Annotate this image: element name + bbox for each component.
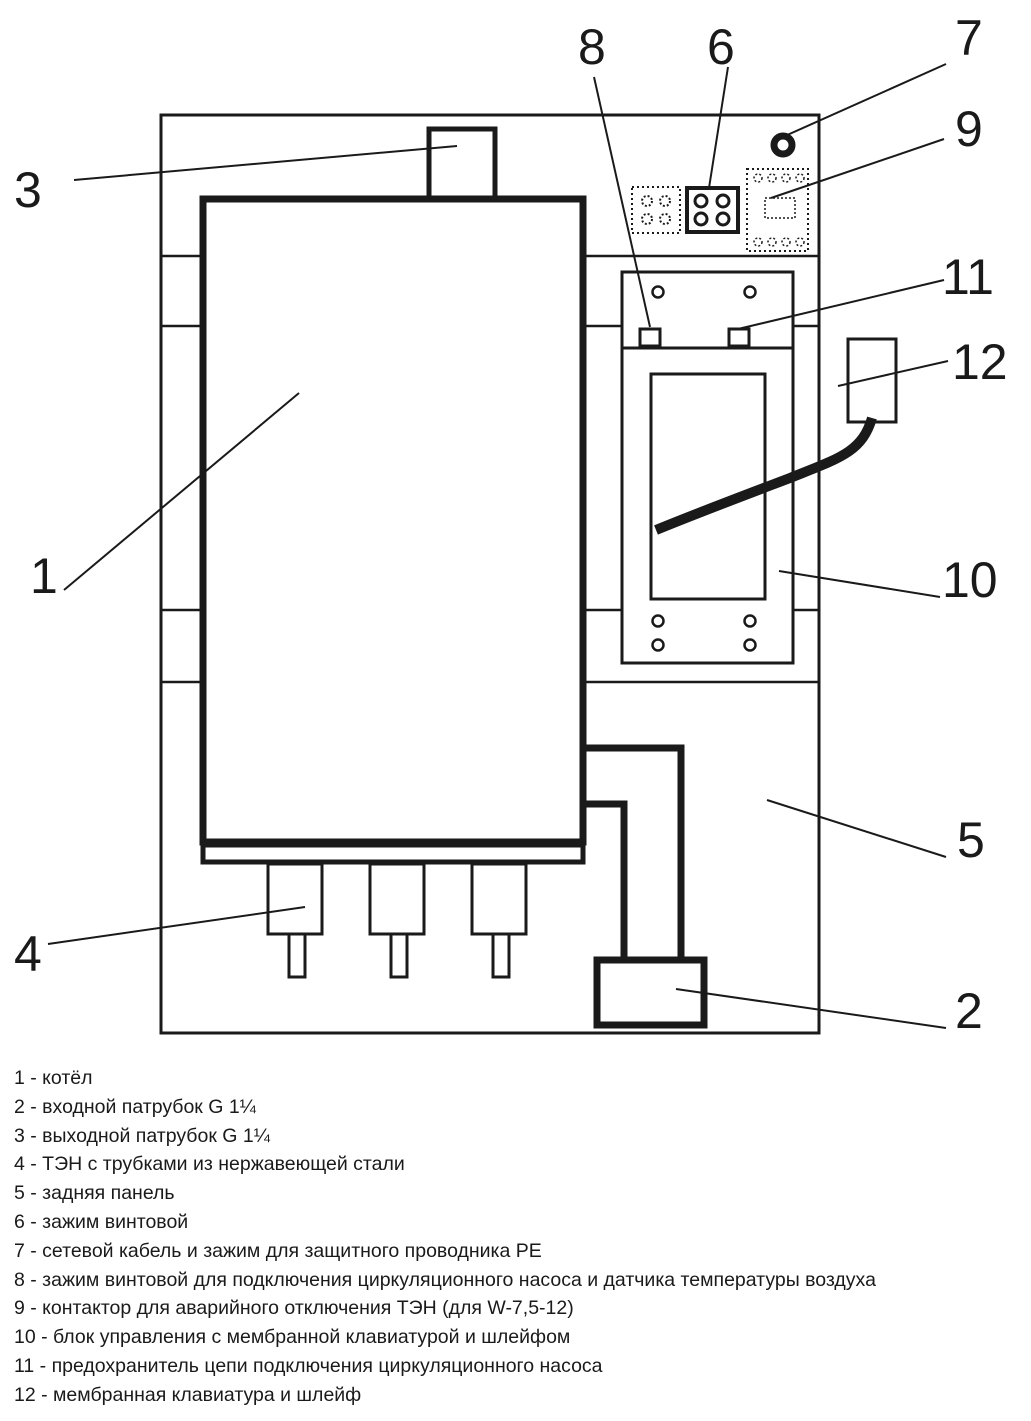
contactor-marks xyxy=(753,173,805,247)
control-unit xyxy=(620,270,795,665)
heating-elements xyxy=(266,862,528,979)
legend-item-7: 7 - сетевой кабель и зажим для защитного… xyxy=(14,1239,542,1262)
callout-9: 9 xyxy=(955,101,983,157)
boiler-body xyxy=(199,195,587,846)
callout-3: 3 xyxy=(14,162,42,218)
callout-8: 8 xyxy=(578,19,606,75)
callout-4: 4 xyxy=(14,926,42,982)
callout-11: 11 xyxy=(942,249,994,305)
legend-list: 1 - котёл 2 - входной патрубок G 1¼ 3 - … xyxy=(14,1064,876,1410)
legend-item-5: 5 - задняя панель xyxy=(14,1182,175,1205)
callout-10: 10 xyxy=(942,552,998,608)
keyboard-ribbon-cable xyxy=(654,416,877,535)
control-unit-window xyxy=(649,372,767,601)
callout-6: 6 xyxy=(707,19,735,75)
terminal-screws xyxy=(693,193,731,227)
legend-item-9: 9 - контактор для аварийного отключения … xyxy=(14,1297,574,1320)
boiler-diagram: 1 2 3 4 5 6 7 8 9 10 11 12 xyxy=(14,10,1008,1039)
callout-5: 5 xyxy=(957,812,985,868)
legend-item-11: 11 - предохранитель цепи подключения цир… xyxy=(14,1354,603,1377)
legend-item-6: 6 - зажим винтовой xyxy=(14,1210,189,1233)
callout-1: 1 xyxy=(30,548,58,604)
legend-item-10: 10 - блок управления с мембранной клавиа… xyxy=(14,1326,571,1349)
power-cable-gland xyxy=(770,132,796,158)
legend-item-2: 2 - входной патрубок G 1¼ xyxy=(14,1095,256,1118)
legend-item-3: 3 - выходной патрубок G 1¼ xyxy=(14,1124,270,1147)
leader-lines xyxy=(47,63,949,1029)
callout-7: 7 xyxy=(955,10,983,66)
screw-terminal-block xyxy=(685,186,740,234)
boiler-base xyxy=(200,842,586,865)
screw-terminal-pump xyxy=(638,327,662,348)
contactor xyxy=(746,168,809,252)
mounting-rails xyxy=(161,254,819,684)
membrane-keyboard xyxy=(846,337,898,424)
callout-2: 2 xyxy=(955,983,983,1039)
inlet-conduit-inner xyxy=(583,800,628,960)
dotted-terminal xyxy=(631,186,681,234)
outlet-pipe xyxy=(426,126,498,202)
legend-item-12: 12 - мембранная клавиатура и шлейф xyxy=(14,1383,362,1406)
pump-fuse xyxy=(727,327,751,348)
callout-12: 12 xyxy=(952,334,1008,390)
dotted-terminal-marks xyxy=(641,195,671,225)
legend-item-1: 1 - котёл xyxy=(14,1067,93,1089)
inlet-pipe xyxy=(593,956,708,1029)
legend-item-4: 4 - ТЭН с трубками из нержавеющей стали xyxy=(14,1153,405,1176)
control-unit-screws xyxy=(651,285,757,652)
inlet-conduit-outer xyxy=(583,744,685,960)
back-panel xyxy=(159,113,821,1035)
legend-item-8: 8 - зажим винтовой для подключения цирку… xyxy=(14,1268,876,1291)
